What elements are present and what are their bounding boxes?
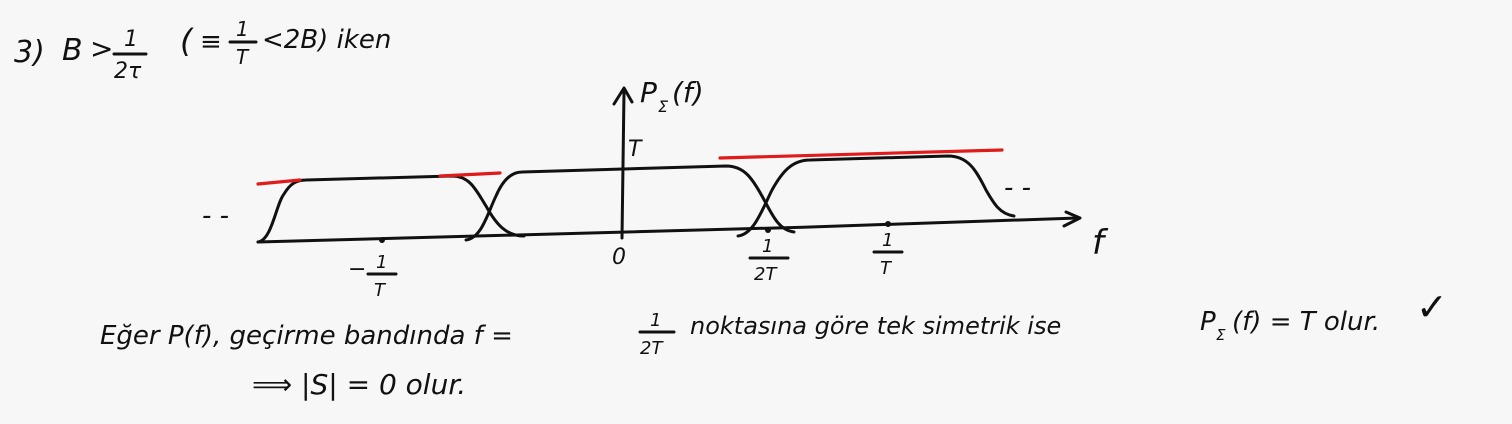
check-mark-icon: ✓ (1416, 285, 1448, 329)
sum-line-seg-1 (256, 178, 302, 186)
level-label-T: T (628, 137, 643, 162)
note-frac-den: 2T (640, 338, 664, 359)
condition-frac2-den: T (236, 45, 250, 69)
tick-den-neg-1-over-T: T (374, 280, 387, 301)
f-axis (256, 216, 1080, 244)
spectrum-copy-left (256, 174, 526, 244)
tick-dot-1-over-2T (765, 227, 771, 233)
tick-num-neg-1-over-T: 1 (376, 252, 387, 273)
ellipsis-right: - - (1004, 173, 1031, 203)
p-axis (620, 90, 626, 240)
tick-num-1-over-2T: 1 (762, 236, 773, 257)
condition-frac-num: 1 (124, 27, 138, 52)
condition-index: 3) (14, 35, 45, 70)
axes (256, 86, 1082, 244)
f-axis-arrowhead (1062, 210, 1082, 228)
y-axis-label-arg: (f) (672, 76, 704, 109)
condition-frac-den: 2τ (114, 59, 142, 84)
note-line1-a: Eğer P(f), geçirme bandında f = (100, 321, 513, 351)
condition-lhs: B (62, 33, 83, 68)
note-line1-d: (f) = T olur. (1232, 307, 1380, 337)
note-line1-b: noktasına göre tek simetrik ise (690, 312, 1061, 340)
tick-sign-neg: − (348, 257, 366, 282)
condition-line: 3) B > 1 2τ ( ≡ 1 T <2B) iken (14, 17, 391, 84)
note-psum-sub: Σ (1216, 326, 1226, 344)
note-line2: ⟹ |S| = 0 olur. (252, 368, 466, 401)
condition-rest: <2B) iken (262, 25, 391, 55)
sum-line (256, 148, 1004, 186)
sum-line-seg-2 (438, 171, 502, 178)
tick-dot-neg-1-over-T (379, 237, 385, 243)
spectrum-copy-center (464, 164, 796, 242)
note-psum: P (1200, 307, 1216, 337)
origin-label: 0 (612, 245, 626, 270)
tick-marks: − 1 T 1 2T 1 T (348, 221, 904, 301)
y-axis-label-sub: Σ (658, 97, 669, 116)
sum-line-seg-3 (718, 148, 1004, 160)
spectrum-copy-right (736, 154, 1016, 238)
axis-labels: P Σ (f) f T 0 (612, 76, 1109, 270)
spectrum-copies (256, 154, 1016, 244)
note-frac-num: 1 (650, 310, 661, 331)
x-axis-label: f (1092, 223, 1109, 263)
y-axis-label: P (640, 76, 657, 109)
condition-frac2-num: 1 (236, 17, 249, 41)
condition-paren: ( (180, 22, 194, 60)
ellipsis-left: - - (202, 201, 229, 231)
tick-den-1-over-T: T (880, 258, 893, 279)
condition-relation: > (90, 32, 113, 65)
tick-den-1-over-2T: 2T (754, 264, 778, 285)
note: Eğer P(f), geçirme bandında f = 1 2T nok… (100, 285, 1448, 401)
p-axis-arrowhead (612, 86, 634, 106)
tick-dot-1-over-T (885, 221, 891, 227)
condition-equiv: ≡ (200, 27, 222, 57)
tick-num-1-over-T: 1 (882, 230, 893, 251)
